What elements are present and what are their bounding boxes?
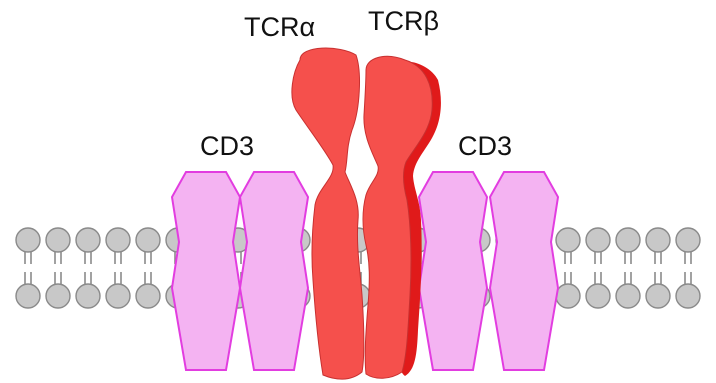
lipid-head	[16, 284, 40, 308]
lipid-head	[136, 284, 160, 308]
lipid-head	[46, 284, 70, 308]
lipid-head	[136, 228, 160, 252]
lipid-head	[616, 228, 640, 252]
lipid-head	[586, 284, 610, 308]
lipid-head	[616, 284, 640, 308]
lipid-head	[76, 228, 100, 252]
lipid-molecule-pair	[586, 228, 610, 308]
lipid-molecule-pair	[676, 228, 700, 308]
lipid-molecule-pair	[556, 228, 580, 308]
lipid-molecule-pair	[616, 228, 640, 308]
lipid-head	[646, 228, 670, 252]
tcr-alpha-label: TCRα	[244, 12, 315, 42]
cd3-right-group	[419, 172, 558, 370]
tcr-beta-label: TCRβ	[368, 6, 439, 36]
lipid-molecule-pair	[106, 228, 130, 308]
lipid-head	[76, 284, 100, 308]
cd3-right-label: CD3	[458, 131, 512, 161]
lipid-head	[556, 284, 580, 308]
cd3-left-inner-subunit	[240, 172, 308, 370]
cd3-left-outer-subunit	[172, 172, 240, 370]
cd3-right-outer-subunit	[490, 172, 558, 370]
lipid-molecule-pair	[136, 228, 160, 308]
lipid-molecule-pair	[46, 228, 70, 308]
lipid-head	[586, 228, 610, 252]
lipid-head	[556, 228, 580, 252]
lipid-head	[16, 228, 40, 252]
lipid-molecule-pair	[646, 228, 670, 308]
lipid-head	[646, 284, 670, 308]
lipid-head	[676, 228, 700, 252]
cd3-right-inner-subunit	[419, 172, 487, 370]
lipid-molecule-pair	[16, 228, 40, 308]
lipid-head	[106, 228, 130, 252]
cd3-left-group	[172, 172, 308, 370]
lipid-head	[676, 284, 700, 308]
lipid-head	[46, 228, 70, 252]
cd3-left-label: CD3	[200, 131, 254, 161]
lipid-molecule-pair	[76, 228, 100, 308]
lipid-head	[106, 284, 130, 308]
